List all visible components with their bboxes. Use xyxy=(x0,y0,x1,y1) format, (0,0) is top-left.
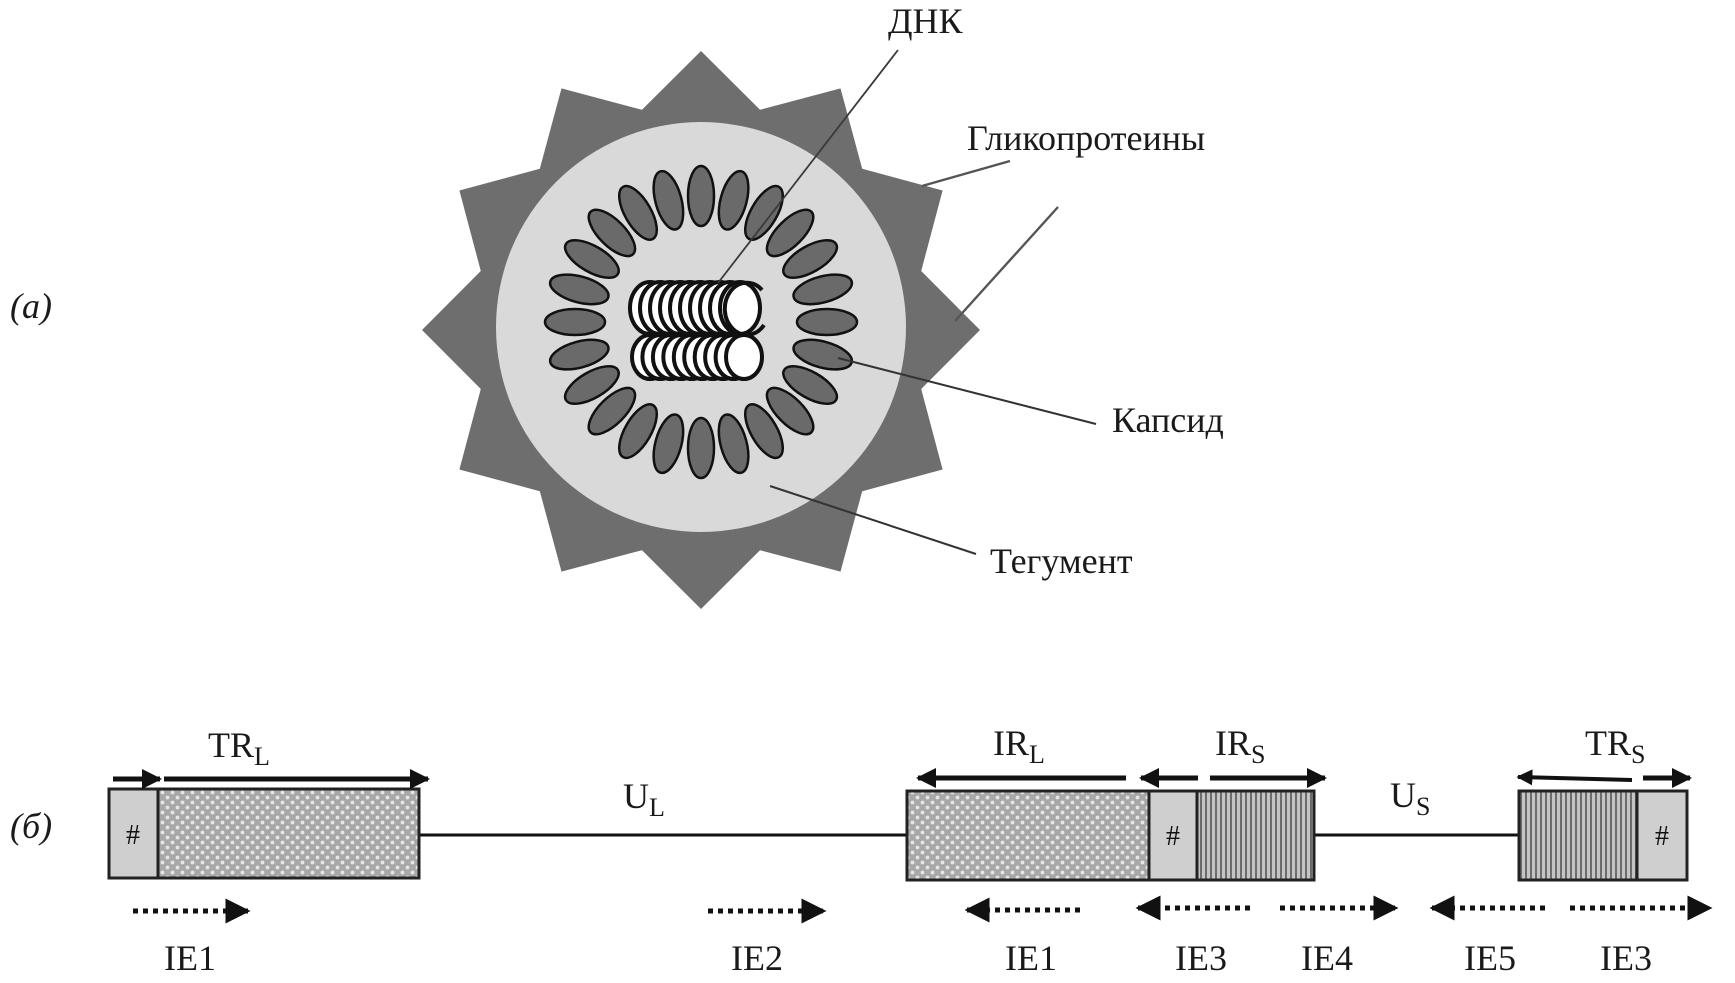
segment-label-irs: IRS xyxy=(1215,723,1265,769)
irl-repeat-region xyxy=(905,789,1151,882)
capsomer xyxy=(563,238,620,280)
ie-label: IE3 xyxy=(1600,938,1652,978)
ie-label: IE1 xyxy=(164,938,216,978)
ie-label: IE5 xyxy=(1464,938,1516,978)
capsomer xyxy=(563,364,620,406)
capsomer xyxy=(717,413,750,475)
ie-label: IE3 xyxy=(1175,938,1227,978)
capsomer xyxy=(686,164,716,228)
capsomer xyxy=(765,386,815,436)
capsomer xyxy=(617,403,659,460)
capsomer xyxy=(782,238,839,280)
virion-diagram xyxy=(422,51,980,609)
hash-mark: # xyxy=(126,820,140,851)
segment-sub: L xyxy=(1029,740,1045,769)
trs-box: # xyxy=(1517,789,1689,882)
capsomer xyxy=(743,184,785,241)
segment-label-irl: IRL xyxy=(993,723,1045,769)
panel-label-b: (б) xyxy=(10,806,52,846)
capsomer xyxy=(717,169,750,231)
capsomer xyxy=(652,169,685,231)
label-tegument: Тегумент xyxy=(990,541,1133,581)
trs-hash-region xyxy=(1635,789,1689,882)
capsomer xyxy=(548,273,610,306)
ie-label: IE2 xyxy=(731,938,783,978)
segment-label-us: US xyxy=(1390,775,1430,821)
dna-leader-line xyxy=(717,49,899,284)
capsomer xyxy=(782,364,839,406)
ie-transcripts xyxy=(133,895,1713,924)
label-capsid: Капсид xyxy=(1112,400,1224,440)
panel-label-a: (а) xyxy=(10,286,52,326)
ie-label: IE4 xyxy=(1301,938,1353,978)
trl-repeat-region xyxy=(156,787,421,880)
glycoprotein-leader-line-1 xyxy=(921,159,1011,188)
capsid-ring xyxy=(543,164,859,480)
segment-label-trs: TRS xyxy=(1585,723,1645,769)
trs-arrow xyxy=(1516,769,1633,786)
dna-end-arc xyxy=(722,280,766,337)
ie-label: IE1 xyxy=(1005,938,1057,978)
segment-sub: S xyxy=(1416,792,1430,821)
capsomer xyxy=(765,208,815,258)
ir-hash-region xyxy=(1147,789,1199,882)
segment-sub: L xyxy=(649,793,665,822)
capsomer xyxy=(617,184,659,241)
capsomer xyxy=(587,208,637,258)
dna-turn xyxy=(724,333,764,381)
segment-sub: S xyxy=(1631,740,1645,769)
capsomer xyxy=(792,273,854,306)
segment-main: IR xyxy=(1215,723,1251,763)
irs-repeat-region xyxy=(1195,789,1316,882)
hash-mark: # xyxy=(1655,821,1669,852)
trs-repeat-region xyxy=(1517,789,1639,882)
capsomer xyxy=(795,307,859,337)
glycoprotein-leader-line-2 xyxy=(954,206,1059,322)
capsomer xyxy=(743,403,785,460)
hash-mark: # xyxy=(1166,821,1180,852)
segment-main: IR xyxy=(993,723,1029,763)
capsomer xyxy=(652,413,685,475)
segment-sub: S xyxy=(1251,740,1265,769)
segment-main: U xyxy=(623,776,649,816)
segment-main: U xyxy=(1390,775,1416,815)
segment-main: TR xyxy=(208,725,254,765)
segment-sub: L xyxy=(254,742,270,771)
capsomer xyxy=(686,416,716,480)
irl-irs-box: # xyxy=(905,789,1316,882)
label-glycoproteins: Гликопротеины xyxy=(967,118,1205,158)
segment-label-ul: UL xyxy=(623,776,665,822)
capsid-leader-line xyxy=(837,357,1097,425)
capsomer xyxy=(587,386,637,436)
capsomer xyxy=(543,307,607,337)
label-dna: ДНК xyxy=(888,1,964,41)
segment-main: TR xyxy=(1585,723,1631,763)
dna-coil xyxy=(628,280,766,381)
trl-box: # xyxy=(107,787,421,880)
genome-map: # # # TRL UL IRL IRS US TRS xyxy=(107,723,1713,978)
tegument-leader-line xyxy=(769,485,977,555)
segment-label-trl: TRL xyxy=(208,725,270,771)
capsomer xyxy=(548,338,610,371)
